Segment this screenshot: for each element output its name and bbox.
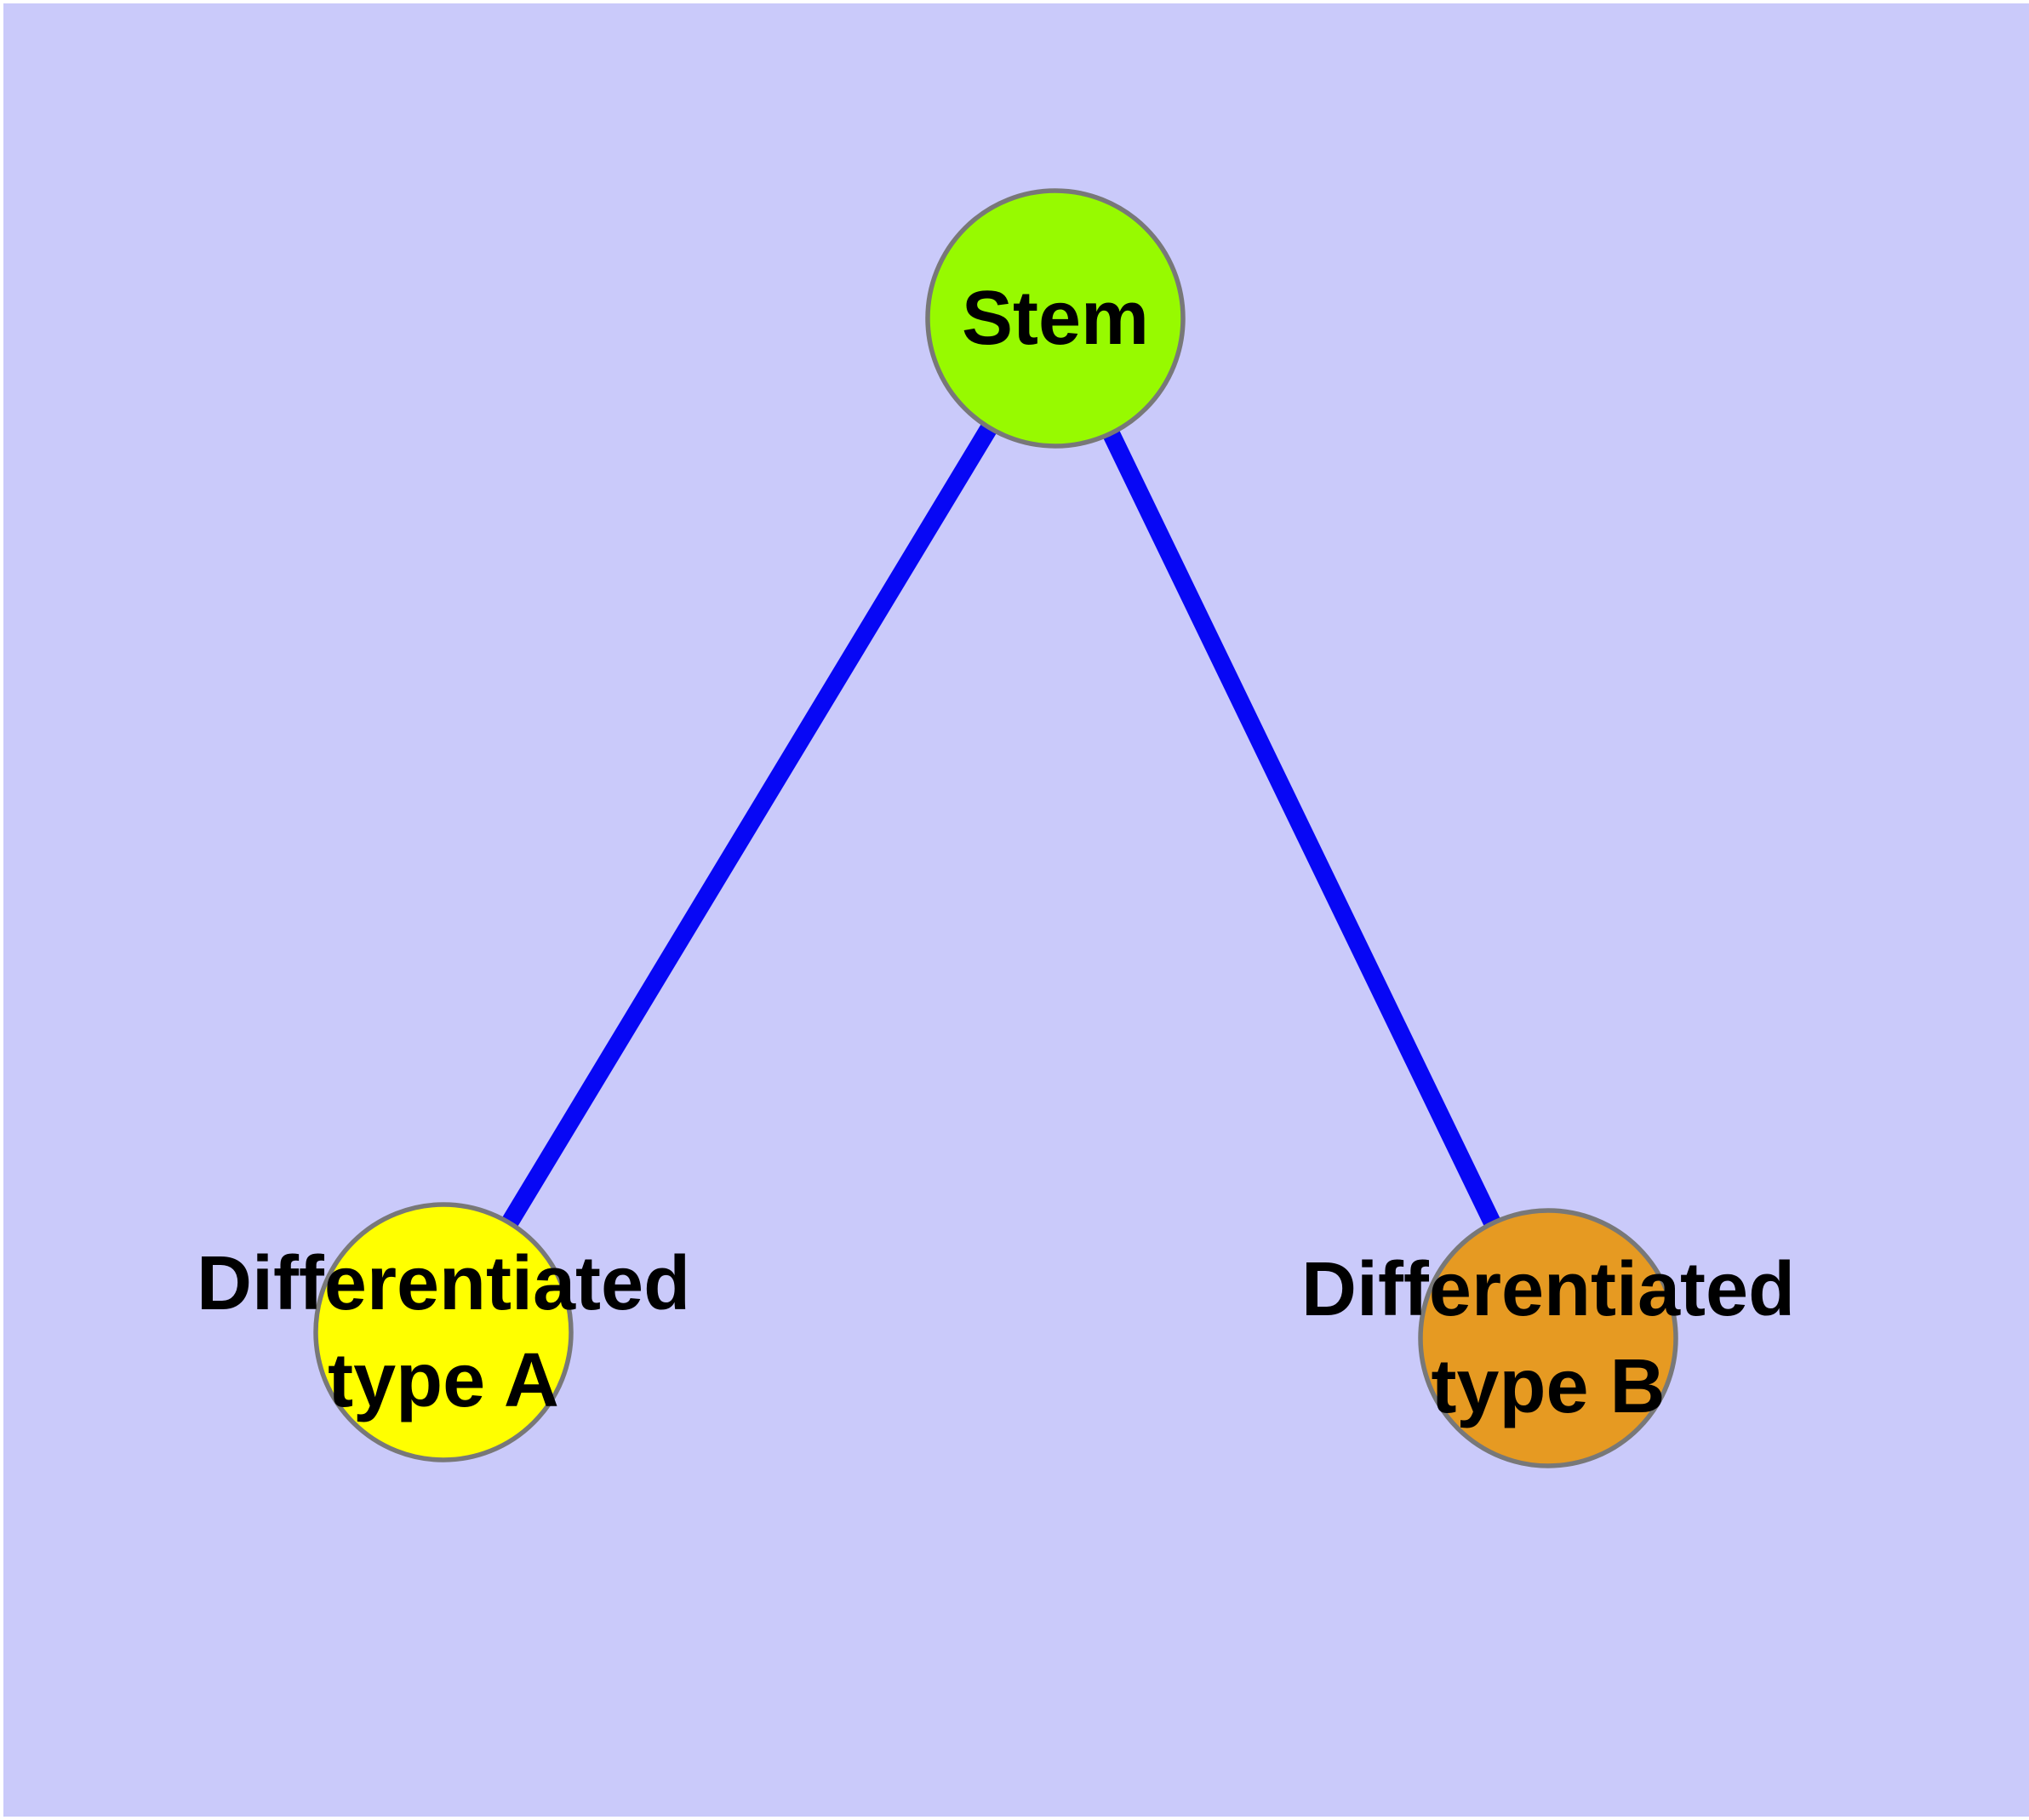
node-stem-label: Stem	[961, 276, 1150, 361]
edge-stem-to-differentiated-type-a	[436, 313, 1063, 1337]
node-differentiated-type-b-label: Differentiated type B	[1300, 1247, 1796, 1429]
node-differentiated-type-a-circle	[313, 1202, 574, 1462]
node-differentiated-type-b-circle	[1418, 1208, 1678, 1468]
node-stem-circle	[925, 188, 1186, 449]
node-differentiated-type-a-label: Differentiated type A	[196, 1241, 691, 1423]
edge-stem-to-differentiated-type-b	[1047, 314, 1557, 1342]
